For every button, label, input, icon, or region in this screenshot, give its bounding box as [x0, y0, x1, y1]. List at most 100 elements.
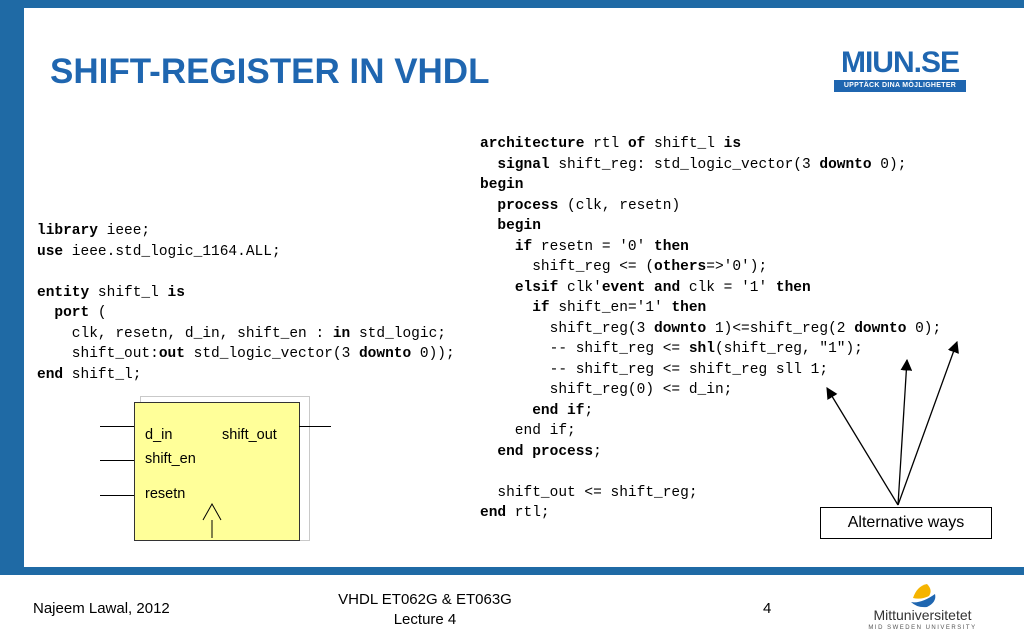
code-line: entity shift_l is — [37, 285, 185, 301]
code-text: (shift_reg, "1"); — [714, 341, 863, 357]
code-keyword: others — [654, 259, 707, 275]
code-keyword: out — [158, 346, 185, 362]
pin-shift-out — [299, 426, 331, 427]
code-text: std_logic; — [350, 325, 446, 342]
code-keyword: signal — [497, 156, 550, 173]
code-text: clk' — [558, 279, 602, 296]
code-text — [37, 305, 54, 321]
code-keyword: then — [654, 238, 689, 255]
code-keyword: downto — [358, 346, 412, 362]
label-d-in: d_in — [145, 427, 173, 443]
code-keyword: end process — [497, 443, 594, 460]
code-keyword: process — [497, 197, 559, 214]
code-text: clk, resetn, d_in, shift_en : — [37, 325, 333, 342]
code-line: -- shift_reg <= shift_reg sll 1; — [480, 362, 828, 378]
code-line: end process; — [480, 443, 602, 460]
code-line: shift_out <= shift_reg; — [480, 485, 697, 501]
code-text — [480, 300, 532, 316]
code-keyword: begin — [497, 218, 541, 234]
code-text: shift_l — [645, 136, 724, 152]
code-text: ( — [89, 305, 107, 321]
label-shift-out: shift_out — [222, 427, 277, 443]
university-emblem-icon — [911, 584, 936, 608]
architecture-code-block: architecture rtl of shift_l is signal sh… — [480, 134, 941, 524]
code-keyword: in — [332, 325, 351, 342]
code-line: end shift_l; — [37, 367, 141, 383]
code-line: end rtl; — [480, 505, 550, 521]
code-text: rtl; — [506, 505, 550, 521]
code-text: ; — [593, 443, 602, 460]
university-name: Mittuniversitetet — [873, 607, 972, 623]
code-line: architecture rtl of shift_l is — [480, 136, 741, 152]
miun-logo-tagline: UPPTÄCK DINA MÖJLIGHETER — [834, 80, 966, 92]
code-text: -- shift_reg <= shift_reg sll 1; — [480, 361, 829, 378]
code-text: ieee.std_logic_1164.ALL; — [63, 243, 281, 260]
code-text — [480, 157, 497, 173]
code-line: use ieee.std_logic_1164.ALL; — [37, 244, 281, 260]
code-keyword: use — [37, 243, 64, 260]
code-text: std_logic_vector(3 — [184, 346, 359, 362]
code-line: shift_reg(3 downto 1)<=shift_reg(2 downt… — [480, 320, 942, 337]
code-line: -- shift_reg <= shl(shift_reg, "1"); — [480, 341, 863, 357]
code-text: shift_reg <= ( — [480, 259, 655, 275]
code-text: rtl — [584, 136, 628, 152]
code-text: -- shift_reg <= — [480, 341, 689, 357]
code-text: 0); — [906, 320, 942, 337]
code-line: end if; — [480, 403, 593, 419]
footer-course: VHDL ET062G & ET063G Lecture 4 — [300, 590, 550, 630]
code-keyword: downto — [819, 156, 872, 173]
code-text: resetn = '0' — [532, 238, 655, 255]
miun-logo-text: MIUN.SE — [840, 46, 960, 79]
page-number: 4 — [763, 600, 772, 617]
footer-author: Najeem Lawal, 2012 — [33, 600, 170, 617]
code-line: if resetn = '0' then — [480, 239, 689, 255]
code-keyword: entity — [37, 284, 90, 301]
code-line: begin — [480, 177, 524, 193]
code-text: =>'0'); — [706, 259, 768, 275]
code-keyword: if — [532, 300, 550, 316]
code-text: end if; — [480, 423, 576, 439]
code-text: 1)<=shift_reg(2 — [706, 320, 855, 337]
miun-logo: MIUN.SE UPPTÄCK DINA MÖJLIGHETER — [832, 46, 968, 94]
code-text — [480, 403, 532, 419]
code-keyword: is — [167, 284, 185, 301]
code-line: shift_out:out std_logic_vector(3 downto … — [37, 346, 455, 362]
footer-course-line1: VHDL ET062G & ET063G — [338, 591, 512, 608]
code-line: begin — [480, 218, 541, 234]
code-line: end if; — [480, 423, 576, 439]
code-text: ; — [584, 402, 594, 419]
code-text: shift_reg: std_logic_vector(3 — [549, 156, 820, 173]
code-keyword: if — [514, 238, 533, 255]
code-text: shift_reg(0) <= d_in; — [480, 382, 733, 398]
code-text: 0); — [871, 156, 907, 173]
code-keyword: shl — [688, 341, 715, 357]
code-text: 0)); — [411, 346, 455, 362]
code-keyword: then — [775, 279, 811, 296]
alternative-ways-callout: Alternative ways — [820, 507, 992, 539]
entity-code-block: library ieee; use ieee.std_logic_1164.AL… — [37, 221, 455, 385]
code-keyword: downto — [654, 320, 707, 337]
code-keyword: then — [671, 300, 707, 316]
code-keyword: elsif — [514, 279, 559, 296]
label-shift-en: shift_en — [145, 451, 196, 467]
code-line: process (clk, resetn) — [480, 198, 680, 214]
code-line: port ( — [37, 305, 107, 321]
pin-resetn — [100, 495, 134, 496]
code-keyword: end if — [532, 402, 585, 419]
code-keyword: library — [37, 223, 98, 239]
code-text: shift_en='1' — [549, 300, 672, 316]
code-line: shift_reg(0) <= d_in; — [480, 382, 733, 398]
code-keyword: begin — [480, 177, 524, 193]
code-line: clk, resetn, d_in, shift_en : in std_log… — [37, 326, 446, 342]
code-text — [480, 444, 497, 460]
code-line: if shift_en='1' then — [480, 300, 706, 316]
code-line: elsif clk'event and clk = '1' then — [480, 280, 811, 296]
code-line: signal shift_reg: std_logic_vector(3 dow… — [480, 157, 906, 173]
university-subtitle: MID SWEDEN UNIVERSITY — [868, 625, 977, 631]
code-keyword: is — [723, 136, 742, 152]
pin-shift-en — [100, 460, 134, 461]
code-keyword: end — [480, 505, 507, 521]
code-line: library ieee; — [37, 223, 150, 239]
code-keyword: architecture — [480, 136, 585, 152]
code-text: clk = '1' — [680, 279, 776, 296]
